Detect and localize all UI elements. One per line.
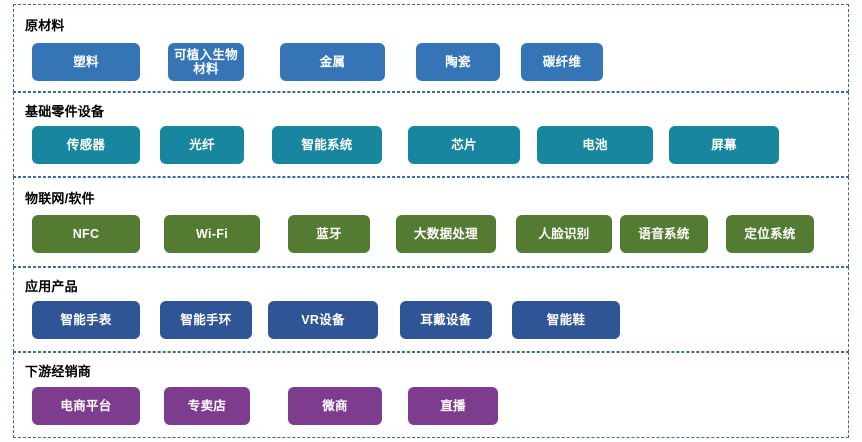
node-iot-software-6[interactable]: 定位系统 [726,215,814,253]
node-downstream-distributors-3[interactable]: 直播 [408,387,498,425]
node-downstream-distributors-2[interactable]: 微商 [288,387,382,425]
node-application-products-3[interactable]: 耳戴设备 [400,301,492,339]
node-basic-components-5[interactable]: 屏幕 [669,126,779,164]
node-application-products-1[interactable]: 智能手环 [160,301,252,339]
tier-title-raw-materials: 原材料 [25,18,65,33]
tier-downstream-distributors: 下游经销商电商平台专卖店微商直播 [13,352,849,438]
node-raw-materials-4[interactable]: 碳纤维 [521,43,603,81]
tier-title-downstream-distributors: 下游经销商 [25,364,92,379]
tier-iot-software: 物联网/软件 NFC Wi-Fi 蓝牙大数据处理人脸识别语音系统定位系统 [13,177,849,267]
node-iot-software-5[interactable]: 语音系统 [620,215,708,253]
tier-application-products: 应用产品智能手表智能手环 VR设备耳戴设备智能鞋 [13,267,849,352]
node-raw-materials-1[interactable]: 可植入生物材料 [168,43,244,81]
node-iot-software-0[interactable]: NFC [32,215,140,253]
node-iot-software-1[interactable]: Wi-Fi [164,215,260,253]
node-application-products-2[interactable]: VR设备 [268,301,378,339]
node-downstream-distributors-0[interactable]: 电商平台 [32,387,140,425]
node-iot-software-4[interactable]: 人脸识别 [516,215,612,253]
node-application-products-4[interactable]: 智能鞋 [512,301,620,339]
value-chain-diagram: 原材料塑料可植入生物材料金属陶瓷碳纤维基础零件设备传感器光纤智能系统芯片电池屏幕… [13,4,849,438]
node-application-products-0[interactable]: 智能手表 [32,301,140,339]
tier-title-iot-software: 物联网/软件 [25,191,95,206]
node-basic-components-4[interactable]: 电池 [537,126,653,164]
tier-basic-components: 基础零件设备传感器光纤智能系统芯片电池屏幕 [13,92,849,177]
node-basic-components-2[interactable]: 智能系统 [272,126,382,164]
node-iot-software-2[interactable]: 蓝牙 [288,215,370,253]
node-basic-components-3[interactable]: 芯片 [408,126,520,164]
node-basic-components-0[interactable]: 传感器 [32,126,140,164]
node-raw-materials-3[interactable]: 陶瓷 [416,43,500,81]
tier-title-basic-components: 基础零件设备 [25,104,105,119]
node-basic-components-1[interactable]: 光纤 [160,126,244,164]
node-raw-materials-0[interactable]: 塑料 [32,43,140,81]
tier-title-application-products: 应用产品 [25,279,78,294]
tier-raw-materials: 原材料塑料可植入生物材料金属陶瓷碳纤维 [13,4,849,92]
node-raw-materials-2[interactable]: 金属 [280,43,385,81]
node-downstream-distributors-1[interactable]: 专卖店 [164,387,250,425]
node-iot-software-3[interactable]: 大数据处理 [396,215,496,253]
